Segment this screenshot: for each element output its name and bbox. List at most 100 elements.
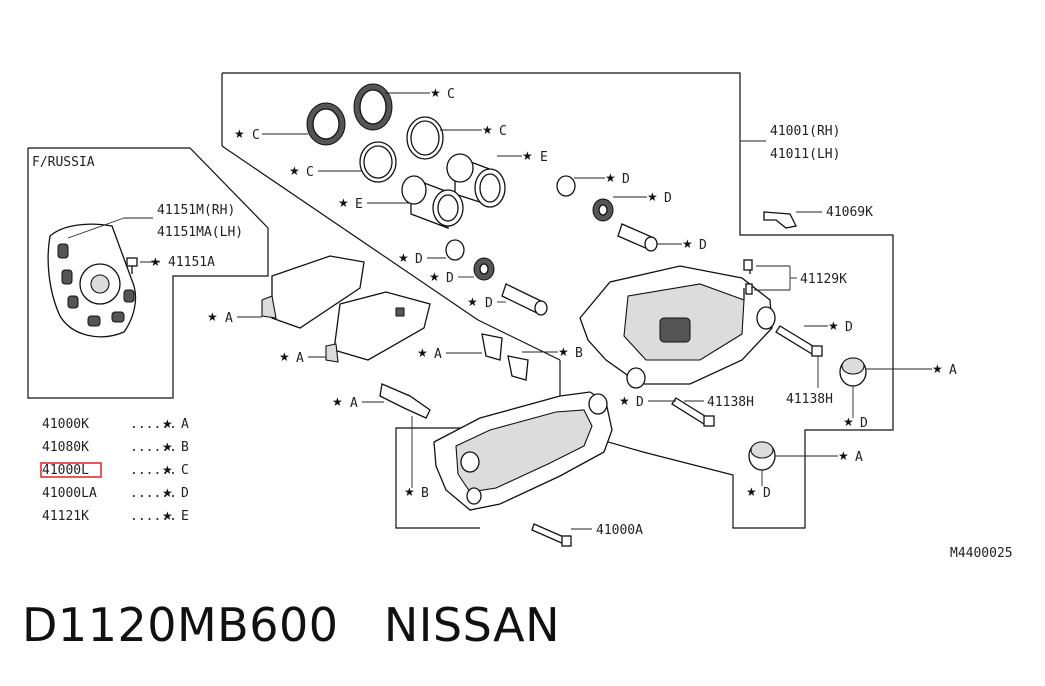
part-41129k	[743, 259, 753, 295]
callout-d2: D	[664, 191, 672, 206]
pad-clips	[379, 333, 529, 419]
label-caliper-rh: 41001(RH)	[770, 124, 840, 139]
legend-dots: ......	[130, 417, 177, 432]
label-41000a: 41000A	[596, 523, 643, 538]
star-icon: ★	[838, 449, 849, 463]
pin-41138h-mid	[671, 397, 715, 427]
legend-kit-letter: C	[181, 463, 189, 478]
callout-b2: B	[421, 486, 429, 501]
callout-d3: D	[699, 238, 707, 253]
callout-d4: D	[415, 252, 423, 267]
star-icon: ★	[162, 509, 173, 523]
label-41138h-right: 41138H	[786, 392, 833, 407]
callout-c1: C	[447, 87, 455, 102]
pin-41138h-right	[775, 325, 823, 357]
callout-a2: A	[296, 351, 304, 366]
label-41151a: 41151A	[168, 255, 215, 270]
star-icon: ★	[404, 485, 415, 499]
legend-part-number: 41000LA	[42, 486, 97, 501]
callout-a5: A	[949, 363, 957, 378]
label-41069k: 41069K	[826, 205, 873, 220]
legend-dots: ......	[130, 440, 177, 455]
callout-a3: A	[434, 347, 442, 362]
label-caliper-lh: 41011(LH)	[770, 147, 840, 162]
callout-d9: D	[636, 395, 644, 410]
legend-part-number: 41080K	[42, 440, 89, 455]
star-icon: ★	[682, 237, 693, 251]
star-icon: ★	[234, 127, 245, 141]
legend-kit-letter: A	[181, 417, 189, 432]
legend-part-number: 41000K	[42, 417, 89, 432]
callout-d8: D	[860, 416, 868, 431]
part-41069k	[763, 211, 797, 229]
piston-seals	[306, 83, 444, 183]
legend-kit-letter: B	[181, 440, 189, 455]
star-icon: ★	[619, 394, 630, 408]
inset-title: F/RUSSIA	[32, 155, 95, 170]
star-icon: ★	[647, 190, 658, 204]
callout-d5: D	[446, 271, 454, 286]
legend-dots: ......	[130, 486, 177, 501]
star-icon: ★	[279, 350, 290, 364]
star-icon: ★	[332, 395, 343, 409]
star-icon: ★	[207, 310, 218, 324]
label-41129k: 41129K	[800, 272, 847, 287]
star-icon: ★	[162, 486, 173, 500]
star-icon: ★	[338, 196, 349, 210]
callout-b1: B	[575, 346, 583, 361]
callout-c2: C	[252, 128, 260, 143]
shield-bolt	[126, 257, 138, 274]
diagram-code: M4400025	[950, 546, 1013, 561]
star-icon: ★	[558, 345, 569, 359]
star-icon: ★	[162, 417, 173, 431]
kit-legend: 41000K......★A41080K......★B41000L......…	[40, 417, 189, 524]
star-icon: ★	[843, 415, 854, 429]
star-icon: ★	[289, 164, 300, 178]
star-icon: ★	[162, 463, 173, 477]
legend-kit-letter: E	[181, 509, 189, 524]
callout-d10: D	[763, 486, 771, 501]
callout-c3: C	[499, 124, 507, 139]
callout-a4: A	[350, 396, 358, 411]
caliper-body	[579, 264, 776, 389]
legend-dots: ......	[130, 463, 177, 478]
star-icon: ★	[605, 171, 616, 185]
brake-pads	[261, 255, 431, 363]
callout-a1: A	[225, 311, 233, 326]
star-icon: ★	[429, 270, 440, 284]
star-icon: ★	[932, 362, 943, 376]
star-icon: ★	[522, 149, 533, 163]
star-icon: ★	[430, 86, 441, 100]
label-41151m: 41151M(RH)	[157, 203, 235, 218]
part-number-caption: D1120MB600 NISSAN	[22, 598, 561, 652]
star-icon: ★	[467, 295, 478, 309]
callout-d7: D	[845, 320, 853, 335]
callout-e2: E	[355, 197, 363, 212]
highlight-box	[40, 462, 102, 478]
legend-part-number: 41000L	[42, 463, 89, 478]
callout-c4: C	[306, 165, 314, 180]
label-41151ma: 41151MA(LH)	[157, 225, 243, 240]
callout-d6: D	[485, 296, 493, 311]
caliper-bracket	[433, 391, 613, 511]
legend-dots: ......	[130, 509, 177, 524]
legend-part-number: 41121K	[42, 509, 89, 524]
star-icon: ★	[828, 319, 839, 333]
boots-and-pins	[445, 175, 658, 316]
inset-russia: F/RUSSIA 41151M(RH) 41151MA(LH) ★ 41151A	[27, 147, 269, 399]
pistons	[401, 153, 506, 229]
star-icon: ★	[417, 346, 428, 360]
callout-e1: E	[540, 150, 548, 165]
star-icon: ★	[162, 440, 173, 454]
bolt-41000a	[531, 523, 572, 547]
callout-d1: D	[622, 172, 630, 187]
assembly-frame	[222, 72, 894, 529]
star-icon: ★	[746, 485, 757, 499]
label-41138h-mid: 41138H	[707, 395, 754, 410]
star-icon: ★	[150, 255, 161, 269]
callout-a6: A	[855, 450, 863, 465]
legend-kit-letter: D	[181, 486, 189, 501]
star-icon: ★	[482, 123, 493, 137]
star-icon: ★	[398, 251, 409, 265]
